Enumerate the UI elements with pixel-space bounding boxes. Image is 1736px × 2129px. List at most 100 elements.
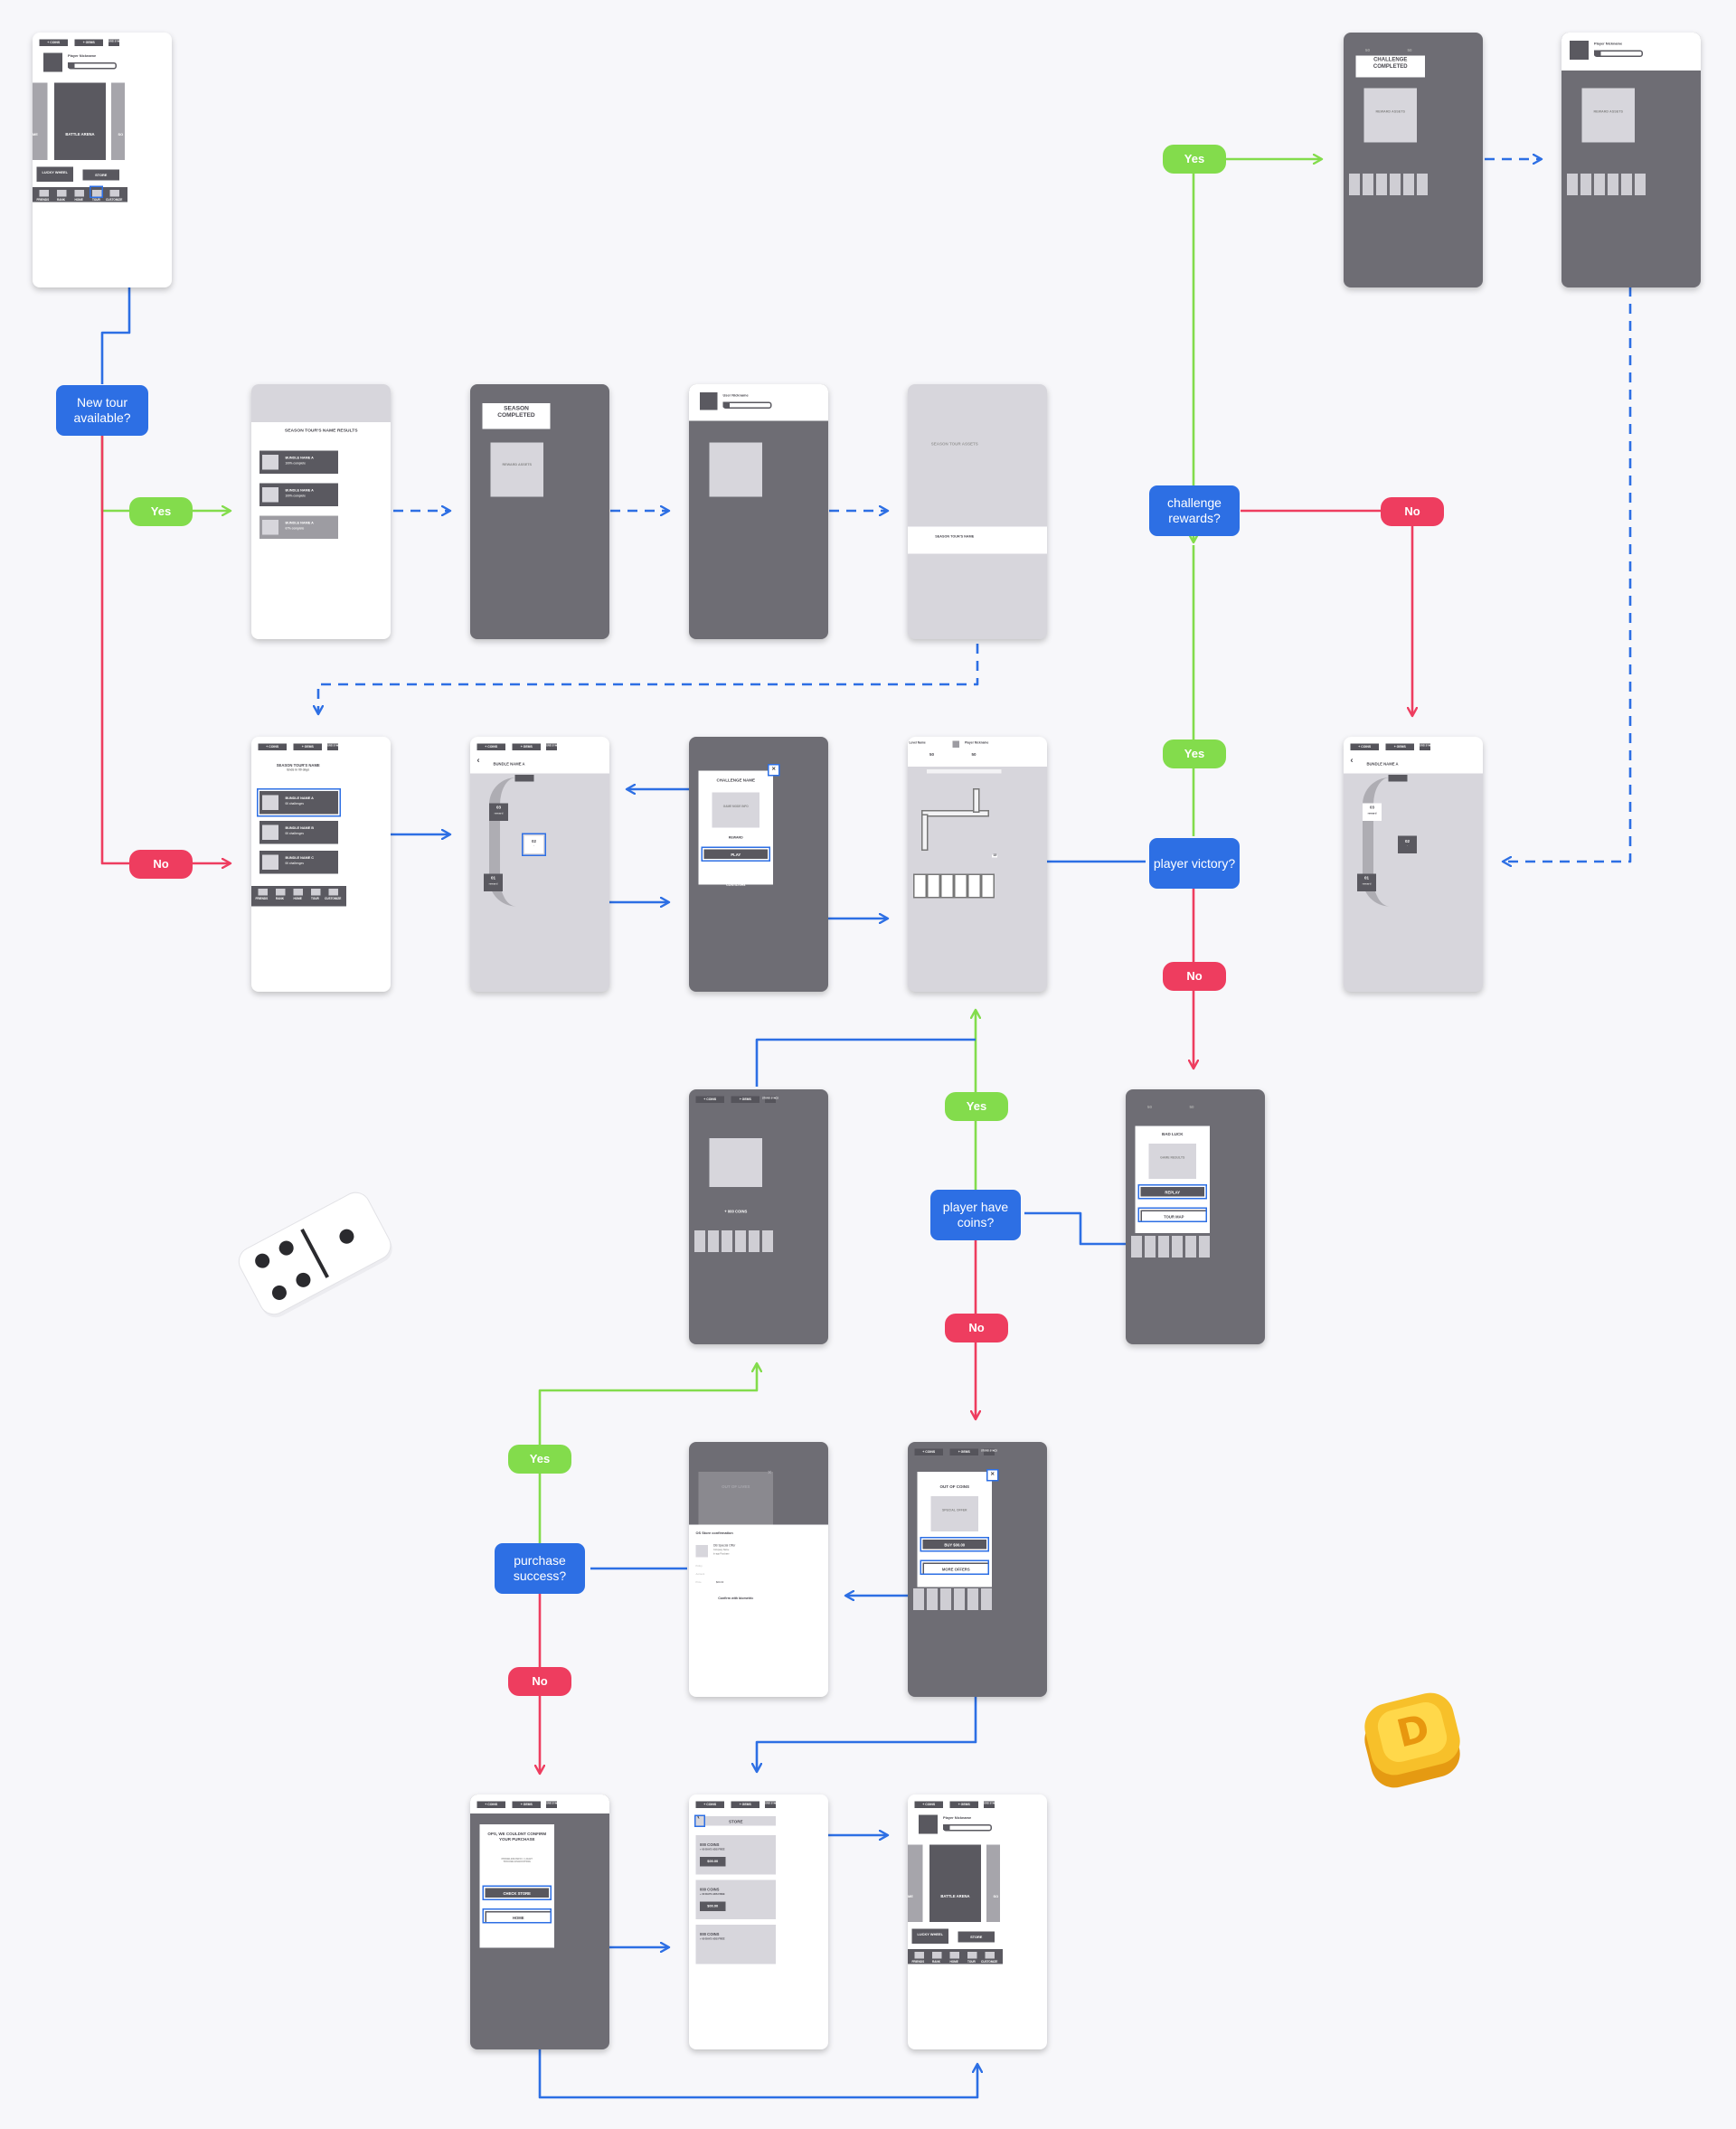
customize-icon[interactable] xyxy=(985,1952,995,1959)
rank-icon[interactable] xyxy=(276,889,286,896)
left-mode-card[interactable] xyxy=(908,1844,923,1922)
price-value: $00.00 xyxy=(716,1581,724,1585)
map-node-num: 03 xyxy=(495,805,502,810)
offer-card[interactable] xyxy=(695,1925,776,1964)
player-nickname: Player Nickname xyxy=(68,54,97,59)
map-node-num: 03 xyxy=(1369,805,1375,810)
coins-chip[interactable]: + COINS xyxy=(258,743,287,750)
reward-label: REWARD xyxy=(728,835,743,841)
battle-arena-card[interactable] xyxy=(929,1844,981,1922)
player-nickname: Player Nickname xyxy=(965,742,989,745)
gems-chip[interactable]: + GEMS xyxy=(293,743,322,750)
map-node-01[interactable] xyxy=(1357,873,1376,891)
map-node-01[interactable] xyxy=(484,873,503,891)
right-mode-card[interactable] xyxy=(986,1844,1000,1922)
store-button[interactable]: STORE xyxy=(958,1931,995,1943)
store-sync-chip[interactable]: STORE/ SYNCS xyxy=(106,39,122,46)
close-icon[interactable]: × xyxy=(768,764,780,777)
coins-chip[interactable]: + COINS xyxy=(476,1801,505,1808)
map-node-02[interactable] xyxy=(524,835,543,853)
store-button[interactable]: STORE xyxy=(82,169,119,181)
coins-chip[interactable]: + COINS xyxy=(695,1801,724,1808)
tour-icon[interactable] xyxy=(311,889,321,896)
opponent-hand xyxy=(927,769,1002,774)
gems-chip[interactable]: + GEMS xyxy=(512,1801,541,1808)
home-icon[interactable] xyxy=(293,889,303,896)
decision-purchase-success: purchase success? xyxy=(495,1543,585,1594)
home-icon[interactable] xyxy=(74,190,84,197)
friends-icon[interactable] xyxy=(39,190,49,197)
gems-chip[interactable]: + GEMS xyxy=(1385,743,1414,750)
home-icon[interactable] xyxy=(949,1952,959,1959)
check-store-button[interactable]: CHECK STORE xyxy=(485,1888,549,1898)
coins-chip[interactable]: + COINS xyxy=(695,1096,724,1103)
gems-chip[interactable]: + GEMS xyxy=(512,743,541,750)
game-mode-info xyxy=(712,792,760,828)
more-offers-highlight xyxy=(920,1559,989,1575)
coins-chip[interactable]: + COINS xyxy=(914,1448,943,1455)
store-sync-chip[interactable]: STORE/ SYNCS xyxy=(1417,743,1433,750)
tour-map-highlight xyxy=(1137,1207,1207,1222)
rank-icon[interactable] xyxy=(57,190,67,197)
gems-chip[interactable]: + GEMS xyxy=(731,1801,760,1808)
player-hand[interactable] xyxy=(912,873,1044,899)
coins-chip[interactable]: + COINS xyxy=(476,743,505,750)
level-badge xyxy=(68,62,75,68)
coins-chip[interactable]: + COINS xyxy=(1350,743,1379,750)
player-hand xyxy=(912,1588,1044,1610)
map-node-label: reward xyxy=(1362,883,1372,886)
gems-chip[interactable]: + GEMS xyxy=(949,1448,978,1455)
lucky-wheel-button[interactable]: LUCKY WHEEL xyxy=(911,1928,948,1944)
bundle-thumb xyxy=(262,795,278,810)
lucky-wheel-button[interactable]: LUCKY WHEEL xyxy=(36,166,73,182)
offer-card[interactable] xyxy=(695,1835,776,1875)
store-sync-chip[interactable]: STORE/ SYNCS xyxy=(543,1801,560,1808)
close-icon[interactable]: × xyxy=(768,1469,772,1477)
nav-label: HOME xyxy=(949,1960,958,1964)
pause-icon[interactable] xyxy=(952,740,959,748)
back-icon[interactable]: ‹ xyxy=(697,1813,700,1822)
offer-price-button[interactable]: $00.00 xyxy=(700,1857,726,1867)
store-sync-chip[interactable]: STORE/ SYNCS xyxy=(981,1448,997,1455)
map-node-03[interactable] xyxy=(1363,803,1382,821)
coins-chip[interactable]: + COINS xyxy=(39,39,68,46)
customize-icon[interactable] xyxy=(328,889,338,896)
offer-price-button[interactable]: $00.00 xyxy=(700,1901,726,1911)
customize-icon[interactable] xyxy=(109,190,119,197)
gems-chip[interactable]: + GEMS xyxy=(949,1801,978,1808)
friends-icon[interactable] xyxy=(914,1952,924,1959)
nav-label: FRIENDS xyxy=(911,1960,925,1964)
xp-bar xyxy=(1594,50,1643,57)
replay-button[interactable]: REPLAY xyxy=(1140,1187,1204,1197)
store-sync-chip[interactable]: STORE/ SYNCS xyxy=(762,1801,778,1808)
close-icon[interactable]: × xyxy=(986,1469,999,1482)
gems-chip[interactable]: + GEMS xyxy=(731,1096,760,1103)
battle-arena-card[interactable] xyxy=(54,82,106,160)
gems-chip[interactable]: + GEMS xyxy=(74,39,103,46)
nav-label: CUSTOMIZE xyxy=(106,198,123,202)
coins-chip[interactable]: + COINS xyxy=(914,1801,943,1808)
confirm-biometric[interactable]: Confirm with biometric xyxy=(718,1597,754,1601)
tour-icon[interactable] xyxy=(92,190,102,197)
row-label: Policy xyxy=(695,1565,703,1568)
store-sync-chip[interactable]: STORE/ SYNCS xyxy=(981,1801,997,1808)
store-sync-chip[interactable]: STORE/ SYNCS xyxy=(325,743,341,750)
rank-icon[interactable] xyxy=(932,1952,942,1959)
offer-card[interactable] xyxy=(695,1879,776,1919)
map-node-03[interactable] xyxy=(489,803,508,821)
right-mode-card[interactable] xyxy=(111,82,125,160)
screen-out-of-coins: + COINS + GEMS STORE/ SYNCS OUT OF COINS… xyxy=(908,1442,1047,1697)
footer xyxy=(908,526,1047,554)
store-sync-chip[interactable]: STORE/ SYNCS xyxy=(543,743,560,750)
screen-season-completed: SEASON COMPLETED REWARD ASSETS xyxy=(470,384,609,639)
buy-button[interactable]: BUY $00.00 xyxy=(922,1540,986,1550)
store-sync-chip[interactable]: STORE/ SYNCS xyxy=(762,1096,778,1103)
tour-icon[interactable] xyxy=(967,1952,977,1959)
left-mode-card[interactable] xyxy=(33,82,48,160)
map-node-label: reward xyxy=(1367,813,1377,815)
back-icon[interactable]: ‹ xyxy=(1350,757,1354,766)
map-node-02[interactable] xyxy=(1398,835,1417,853)
play-button[interactable]: PLAY xyxy=(703,849,768,859)
friends-icon[interactable] xyxy=(258,889,268,896)
back-icon[interactable]: ‹ xyxy=(476,757,480,766)
